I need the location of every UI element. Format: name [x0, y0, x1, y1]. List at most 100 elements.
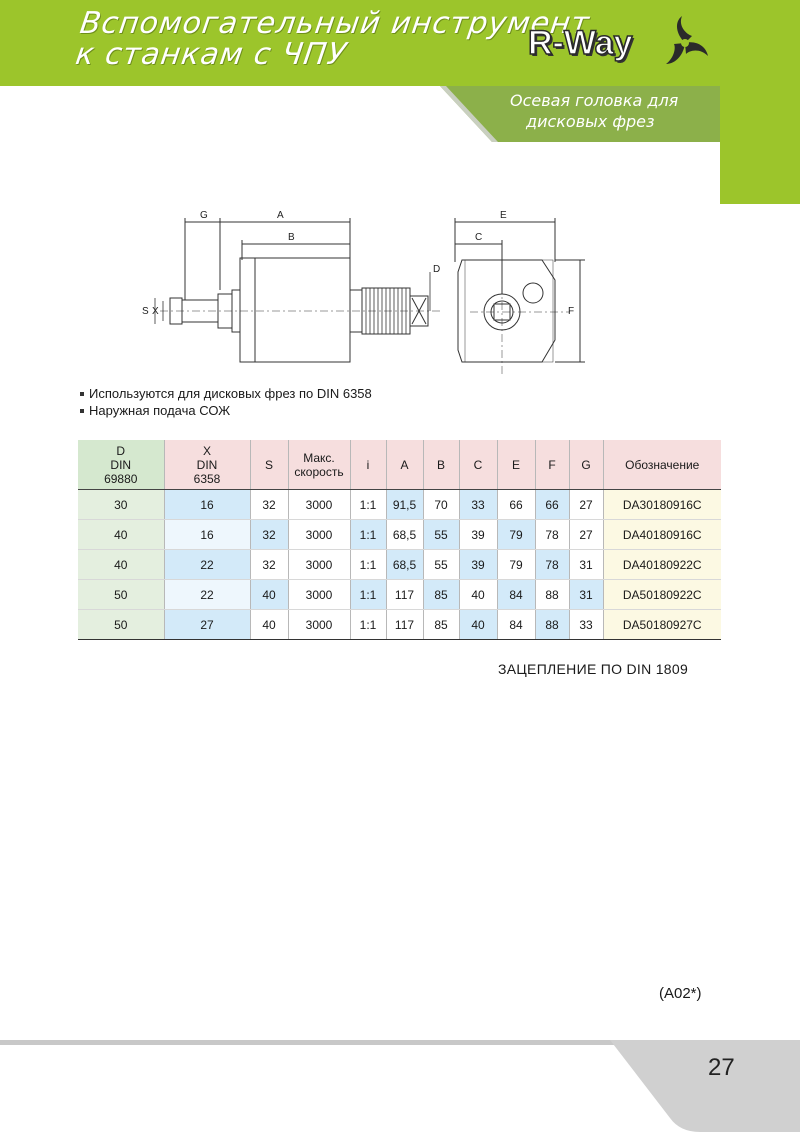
cell-code: DA30180916C [603, 489, 721, 520]
cell-speed: 3000 [288, 519, 351, 550]
cell-i: 1:1 [350, 609, 387, 640]
col-header-speed: Макс.скорость [288, 440, 351, 490]
cell-e: 79 [497, 549, 536, 580]
cell-c: 40 [459, 579, 498, 610]
cell-a: 117 [386, 579, 424, 610]
brand-logo: R-Way [527, 14, 718, 72]
cell-b: 85 [423, 579, 460, 610]
col-header-c: C [459, 440, 498, 490]
header-band [0, 0, 800, 86]
cell-x: 22 [164, 549, 251, 580]
cell-a: 68,5 [386, 549, 424, 580]
cell-c: 39 [459, 519, 498, 550]
title-line-2: к станкам с ЧПУ [73, 37, 350, 72]
col-header-e: E [497, 440, 536, 490]
list-item: Наружная подача СОЖ [80, 402, 372, 419]
col-header-b: B [423, 440, 460, 490]
cell-f: 66 [535, 489, 570, 520]
cell-i: 1:1 [350, 549, 387, 580]
cell-code: DA50180927C [603, 609, 721, 640]
subtitle-line-2: дисковых фрез [526, 112, 655, 131]
dim-label-x: X [152, 306, 159, 317]
cell-f: 88 [535, 579, 570, 610]
cell-s: 32 [250, 519, 289, 550]
subtitle-tab [440, 86, 720, 142]
cell-speed: 3000 [288, 579, 351, 610]
shuriken-logo-icon [666, 16, 708, 64]
dim-label-c: C [475, 232, 482, 243]
dim-label-d: D [433, 264, 440, 275]
cell-s: 32 [250, 489, 289, 520]
cell-s: 32 [250, 549, 289, 580]
cell-code: DA40180916C [603, 519, 721, 550]
cell-b: 85 [423, 609, 460, 640]
technical-drawing: G A B S X D E C F [142, 210, 585, 375]
cell-i: 1:1 [350, 489, 387, 520]
logo-text: R-Way [527, 23, 633, 63]
page-number: 27 [708, 1054, 735, 1081]
cell-speed: 3000 [288, 609, 351, 640]
cell-a: 117 [386, 609, 424, 640]
cell-b: 55 [423, 519, 460, 550]
cell-e: 79 [497, 519, 536, 550]
cell-x: 22 [164, 579, 251, 610]
cell-a: 68,5 [386, 519, 424, 550]
cell-c: 33 [459, 489, 498, 520]
cell-b: 70 [423, 489, 460, 520]
cell-f: 88 [535, 609, 570, 640]
dim-label-g: G [200, 210, 208, 221]
dim-label-f: F [568, 306, 574, 317]
title-line-1: Вспомогательный инструмент [77, 6, 592, 41]
col-header-a: A [386, 440, 424, 490]
cell-d: 50 [78, 579, 165, 610]
feature-list: Используются для дисковых фрез по DIN 63… [80, 385, 372, 419]
gearing-note: ЗАЦЕПЛЕНИЕ ПО DIN 1809 [498, 661, 689, 677]
footer-tab [610, 1040, 800, 1132]
cell-d: 40 [78, 549, 165, 580]
dim-label-e: E [500, 210, 507, 221]
cell-x: 16 [164, 519, 251, 550]
page-title: Вспомогательный инструмент к станкам с Ч… [73, 6, 592, 72]
cell-e: 66 [497, 489, 536, 520]
right-green-panel [720, 86, 800, 204]
cell-c: 40 [459, 609, 498, 640]
col-header-code: Обозначение [603, 440, 721, 490]
cell-x: 16 [164, 489, 251, 520]
cell-x: 27 [164, 609, 251, 640]
cell-a: 91,5 [386, 489, 424, 520]
cell-code: DA50180922C [603, 579, 721, 610]
cell-g: 31 [569, 579, 604, 610]
subtitle-line-1: Осевая головка для [510, 91, 679, 110]
footer-line [0, 1040, 800, 1045]
cell-f: 78 [535, 549, 570, 580]
cell-e: 84 [497, 579, 536, 610]
cell-d: 50 [78, 609, 165, 640]
col-header-i: i [350, 440, 387, 490]
cell-d: 40 [78, 519, 165, 550]
dim-label-b: B [288, 232, 295, 243]
cell-g: 33 [569, 609, 604, 640]
list-item: Используются для дисковых фрез по DIN 63… [80, 385, 372, 402]
bullet-icon [80, 408, 84, 413]
dim-label-s: S [142, 306, 149, 317]
cell-c: 39 [459, 549, 498, 580]
cell-speed: 3000 [288, 549, 351, 580]
cell-s: 40 [250, 609, 289, 640]
dim-label-a: A [277, 210, 284, 221]
col-header-s: S [250, 440, 289, 490]
cell-g: 31 [569, 549, 604, 580]
cell-b: 55 [423, 549, 460, 580]
cell-i: 1:1 [350, 579, 387, 610]
cell-g: 27 [569, 489, 604, 520]
bullet-icon [80, 391, 84, 396]
cell-d: 30 [78, 489, 165, 520]
cell-i: 1:1 [350, 519, 387, 550]
